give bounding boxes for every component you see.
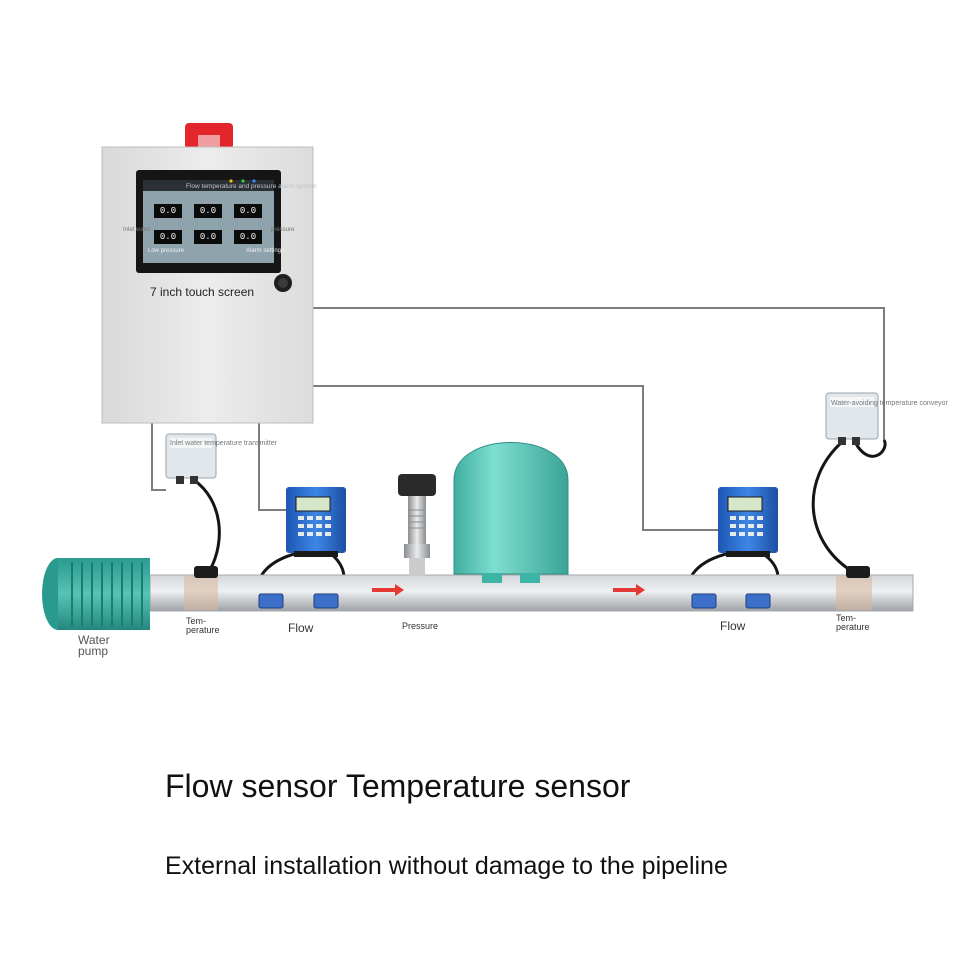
temperature-left-label-line2: perature <box>186 625 220 635</box>
pressure-tank <box>453 442 569 583</box>
cable-to-inlet-transmitter <box>151 422 166 491</box>
signal-cables <box>151 307 885 531</box>
flowmeter-left <box>286 487 346 557</box>
temperature-right-label-line1: Tem- <box>836 613 856 623</box>
reading-value: 0.0 <box>154 204 182 218</box>
temperature-right-label-line2: perature <box>836 622 870 632</box>
cable-to-right-transmitter <box>313 307 885 440</box>
tab-alarm-settings[interactable]: Alarm settings <box>246 248 285 254</box>
headline-caption: Flow sensor Temperature sensor <box>165 768 631 804</box>
temperature-clamp-left <box>184 576 218 610</box>
screen-title: Flow temperature and pressure alarm syst… <box>186 183 317 190</box>
flow-left-label: Flow <box>288 621 314 635</box>
pressure-sensor <box>398 474 436 576</box>
outlet-transmitter-box <box>825 392 879 445</box>
pressure-label: Pressure <box>402 621 439 631</box>
inlet-transmitter-box <box>165 433 217 484</box>
flowmeter-right <box>718 487 778 557</box>
cable-to-left-flowmeter <box>258 422 286 511</box>
tab-home[interactable]: Low pressure <box>148 248 185 254</box>
inlet-transmitter-label: Inlet water temperature transmitter <box>170 440 277 447</box>
reading-value: 0.0 <box>154 230 182 244</box>
reading-value: 0.0 <box>234 204 262 218</box>
water-pump-label-line1: Water <box>78 633 110 647</box>
temperature-left-label-line1: Tem- <box>186 616 206 626</box>
subline-caption: External installation without damage to … <box>165 852 728 880</box>
hmi-left-note: Inlet water <box>123 227 151 233</box>
flow-arrow-icon <box>613 584 645 596</box>
reading-value: 0.0 <box>194 204 222 218</box>
flow-right-label: Flow <box>720 619 746 633</box>
cable-to-right-flowmeter <box>313 385 718 531</box>
water-pump-label-line2: pump <box>78 644 109 658</box>
screen-caption: 7 inch touch screen <box>150 285 255 299</box>
reading-value: 0.0 <box>194 230 222 244</box>
touch-screen[interactable] <box>143 180 274 263</box>
reading-value: 0.0 <box>234 230 262 244</box>
flow-direction-arrows <box>372 584 645 596</box>
flow-arrow-icon <box>372 584 404 596</box>
control-cabinet <box>101 123 314 424</box>
water-pump <box>42 558 150 630</box>
outlet-transmitter-label: Water-avoiding temperature conveyor <box>831 400 948 407</box>
temperature-clamp-right <box>836 576 872 610</box>
hmi-right-note: pressure <box>271 227 295 233</box>
